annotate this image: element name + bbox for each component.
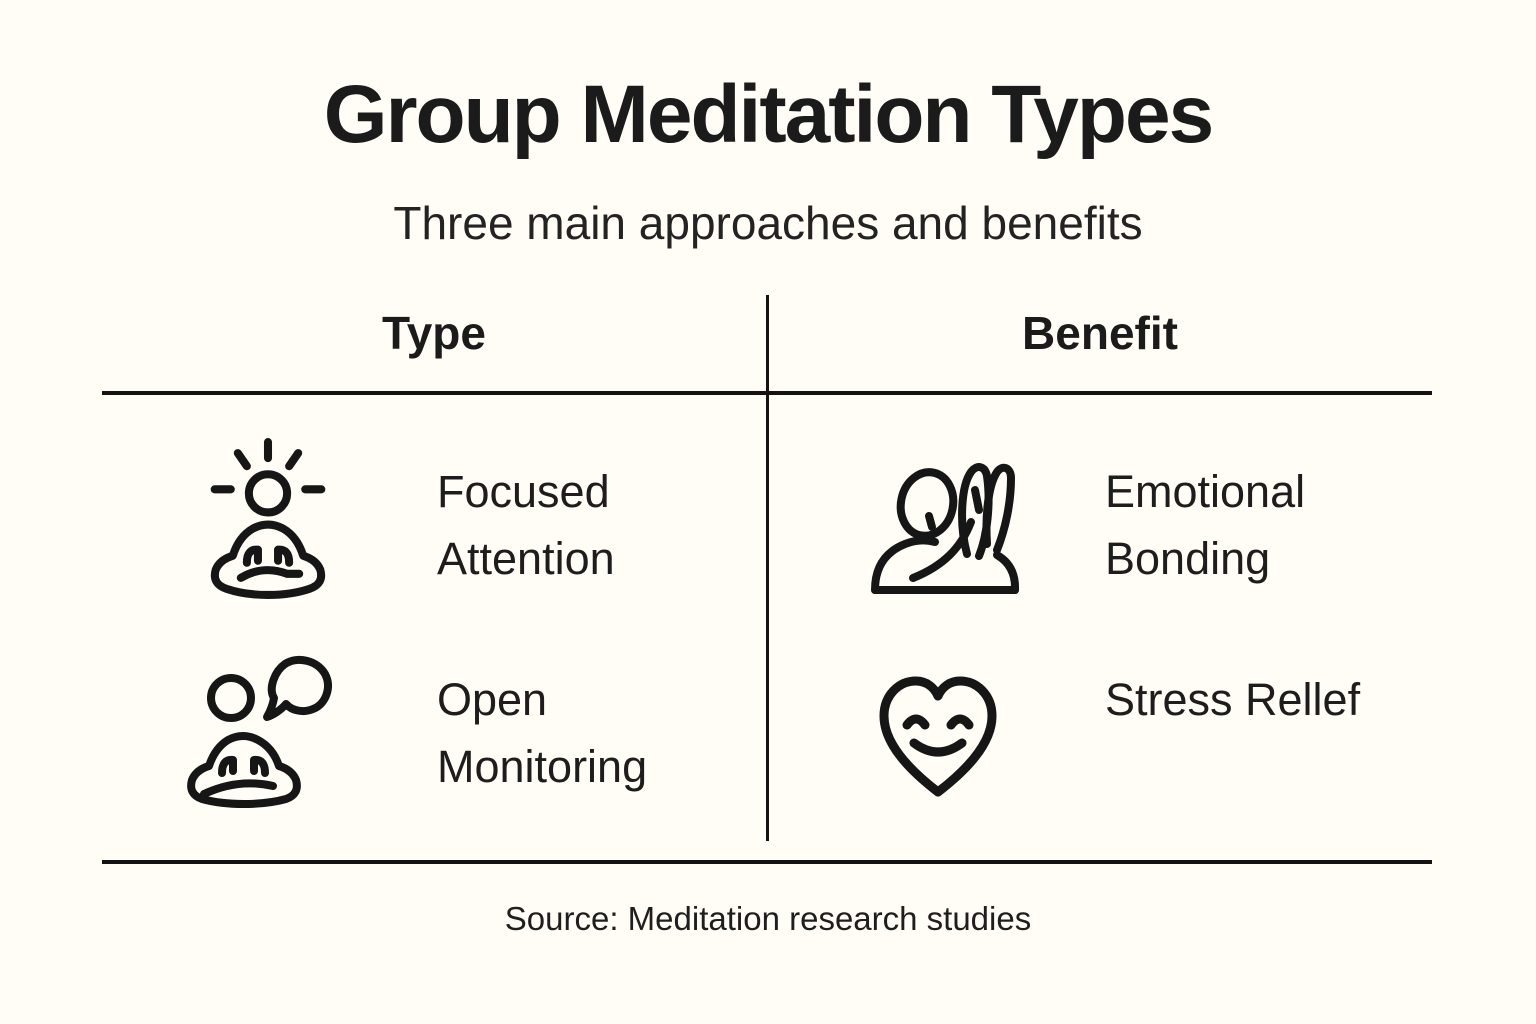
high-five-person-icon bbox=[863, 458, 1021, 596]
row-label-focused-attention: Focused Attention bbox=[437, 466, 615, 584]
table-column-divider bbox=[766, 295, 769, 841]
page-title: Group Meditation Types bbox=[323, 69, 1214, 160]
meditation-speech-bubble-icon bbox=[183, 652, 335, 812]
table-bottom-rule bbox=[102, 860, 1432, 864]
column-header-type: Type bbox=[382, 307, 486, 359]
page-subtitle: Three main approaches and benefits bbox=[393, 197, 1143, 249]
row-label-stress-rellef: Stress Rellef bbox=[1105, 674, 1361, 725]
column-header-benefit: Benefit bbox=[1022, 307, 1178, 359]
source-note: Source: Meditation research studies bbox=[504, 900, 1032, 937]
smiling-heart-icon bbox=[872, 668, 1004, 806]
row-label-open-monitoring: Open Monitoring bbox=[437, 674, 648, 792]
row-label-emotional-bonding: Emotional Bonding bbox=[1105, 466, 1306, 584]
meditation-enlightenment-icon bbox=[200, 436, 337, 602]
